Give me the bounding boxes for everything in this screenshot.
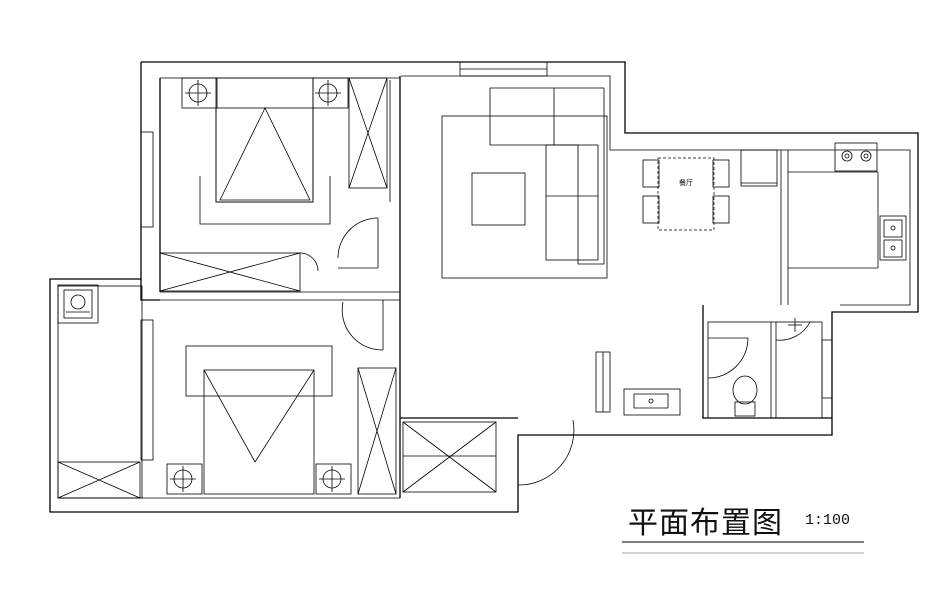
bathroom [623,318,811,417]
kitchen [788,142,907,269]
title-underline [622,541,864,554]
interior-walls [140,76,833,498]
dining-room-label: 餐厅 [679,179,693,187]
bedroom-1 [159,77,388,292]
dining-area [642,149,778,231]
living-room [402,87,608,493]
plan-scale: 1:100 [805,512,851,529]
plan-title: 平面布置图 [628,506,783,541]
balcony [57,284,141,499]
bedroom-2 [166,300,397,495]
